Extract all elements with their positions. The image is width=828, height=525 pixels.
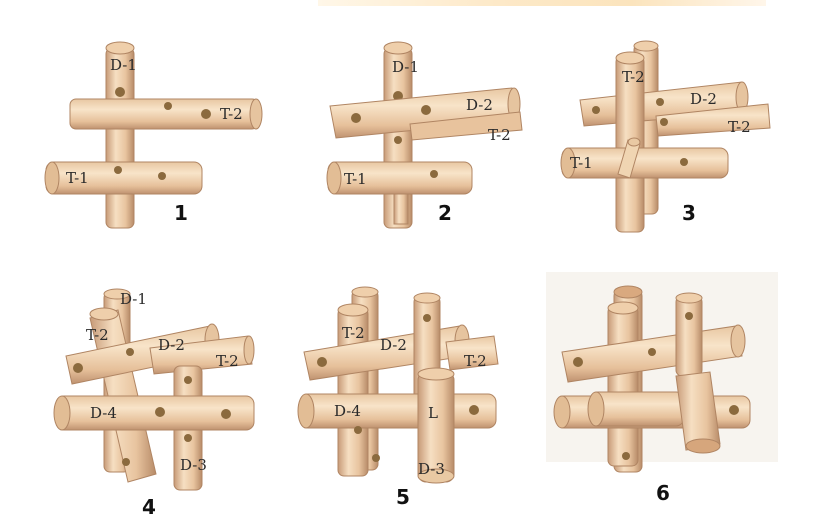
label-step3-d2: D-2 — [690, 90, 717, 108]
peg-d4 — [298, 394, 496, 434]
step-number-6: 6 — [656, 481, 670, 505]
label-step4-d1: D-1 — [120, 290, 147, 308]
peg-d4 — [54, 396, 254, 430]
label-step5-d4: D-4 — [334, 402, 361, 420]
label-step3-t2-right: T-2 — [728, 118, 751, 136]
step-4-assembly: D-1 T-2 D-2 T-2 D-4 D-3 4 — [54, 289, 254, 519]
label-step1-t1: T-1 — [66, 169, 89, 187]
step-3-assembly: T-2 D-2 T-2 T-1 3 — [561, 41, 770, 232]
step-2-assembly: D-1 D-2 T-2 T-1 2 — [327, 42, 522, 228]
step-number-1: 1 — [174, 201, 188, 225]
label-step4-d2: D-2 — [158, 336, 185, 354]
label-step4-d4: D-4 — [90, 404, 117, 422]
peg-front-vertical — [608, 302, 638, 466]
step-number-5: 5 — [396, 485, 410, 509]
step-number-2: 2 — [438, 201, 452, 225]
label-step5-t2-horizontal: T-2 — [464, 352, 487, 370]
label-step5-d3: D-3 — [418, 460, 445, 478]
step-5-assembly: T-2 D-2 T-2 D-4 L D-3 5 — [298, 287, 498, 509]
label-step5-d2: D-2 — [380, 336, 407, 354]
label-step3-t2-top: T-2 — [622, 68, 645, 86]
label-step5-t2-vertical: T-2 — [342, 324, 365, 342]
step-6-assembly: 6 — [546, 272, 778, 505]
label-step2-t1: T-1 — [344, 170, 367, 188]
step-number-3: 3 — [682, 201, 696, 225]
peg-right-vertical — [676, 293, 702, 376]
label-step4-t2-vertical: T-2 — [86, 326, 109, 344]
label-step1-t2: T-2 — [220, 105, 243, 123]
label-step4-t2-horizontal: T-2 — [216, 352, 239, 370]
label-step2-d1: D-1 — [392, 58, 419, 76]
peg-front-horizontal — [588, 392, 684, 426]
label-step5-l: L — [428, 404, 438, 422]
step-number-4: 4 — [142, 495, 156, 519]
label-step1-d1: D-1 — [110, 56, 137, 74]
label-step3-t1: T-1 — [570, 154, 593, 172]
label-step2-t2: T-2 — [488, 126, 511, 144]
label-step4-d3: D-3 — [180, 456, 207, 474]
label-step2-d2: D-2 — [466, 96, 493, 114]
step-1-assembly: D-1 T-2 T-1 1 — [45, 42, 262, 228]
